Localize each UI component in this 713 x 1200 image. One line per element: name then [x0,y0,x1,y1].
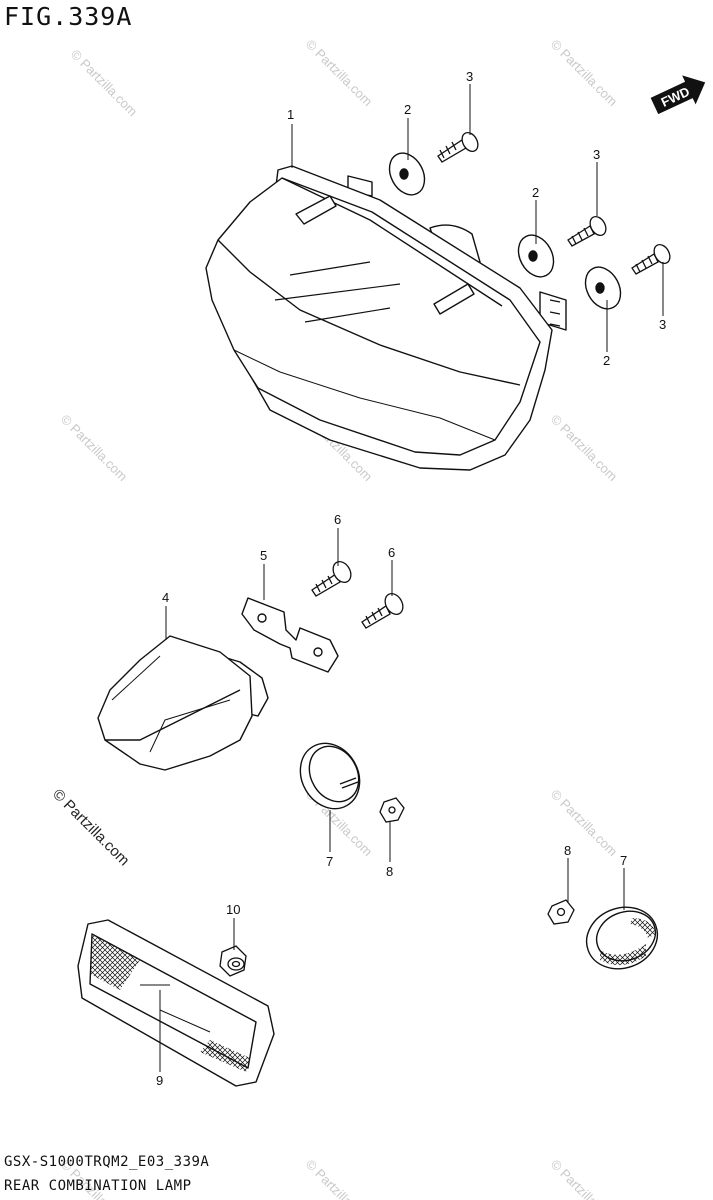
round-reflector-right [585,906,659,970]
washer-hole [595,282,605,294]
nut-parts [379,797,575,925]
watermark-text: © Partzilla.com [548,787,621,860]
part-name: REAR COMBINATION LAMP [4,1178,192,1194]
callout-3: 3 [593,147,600,162]
bracket-screws [311,561,404,629]
watermark-text-dark: © Partzilla.com [49,786,132,869]
watermark-text: © Partzilla.com [303,37,376,110]
watermark-text: © Partzilla.com [548,1157,621,1200]
callout-3: 3 [659,317,666,332]
callout-2: 2 [404,102,411,117]
washer-hole [528,250,538,262]
round-reflector [299,742,361,810]
callout-labels: 1 2 2 2 3 3 3 4 5 6 6 7 7 8 8 9 10 [156,69,666,1088]
callout-4: 4 [162,590,169,605]
nut-icon [379,797,405,823]
callout-3: 3 [466,69,473,84]
reflector-nut [219,945,247,977]
lamp-bracket [241,597,339,673]
washer-hole [399,168,409,180]
callout-8: 8 [564,843,571,858]
screw-parts [437,132,671,275]
leader-lines [159,84,664,1072]
screw-icon [567,216,607,247]
callout-10: 10 [226,902,240,917]
screw-icon [361,593,404,629]
fwd-arrow-icon: FWD [650,75,706,115]
rect-reflector [77,919,275,1087]
callout-7: 7 [620,853,627,868]
tail-lamp-housing [205,165,567,471]
washer-parts [388,152,622,310]
screw-icon [311,561,352,597]
watermark-text: © Partzilla.com [303,1157,376,1200]
license-lamp [97,635,269,771]
model-code: GSX-S1000TRQM2_E03_339A [4,1154,210,1170]
watermark-text: © Partzilla.com [68,47,141,120]
nut-icon [547,899,575,925]
callout-2: 2 [603,353,610,368]
watermark-text: © Partzilla.com [58,412,131,485]
callout-2: 2 [532,185,539,200]
screw-icon [631,244,671,275]
callout-1: 1 [287,107,294,122]
figure-title: FIG.339A [4,2,133,31]
callout-6: 6 [334,512,341,527]
watermark-text: © Partzilla.com [548,37,621,110]
callout-6: 6 [388,545,395,560]
screw-icon [437,132,479,163]
callout-7: 7 [326,854,333,869]
callout-8: 8 [386,864,393,879]
callout-5: 5 [260,548,267,563]
callout-9: 9 [156,1073,163,1088]
watermark-text: © Partzilla.com [548,412,621,485]
